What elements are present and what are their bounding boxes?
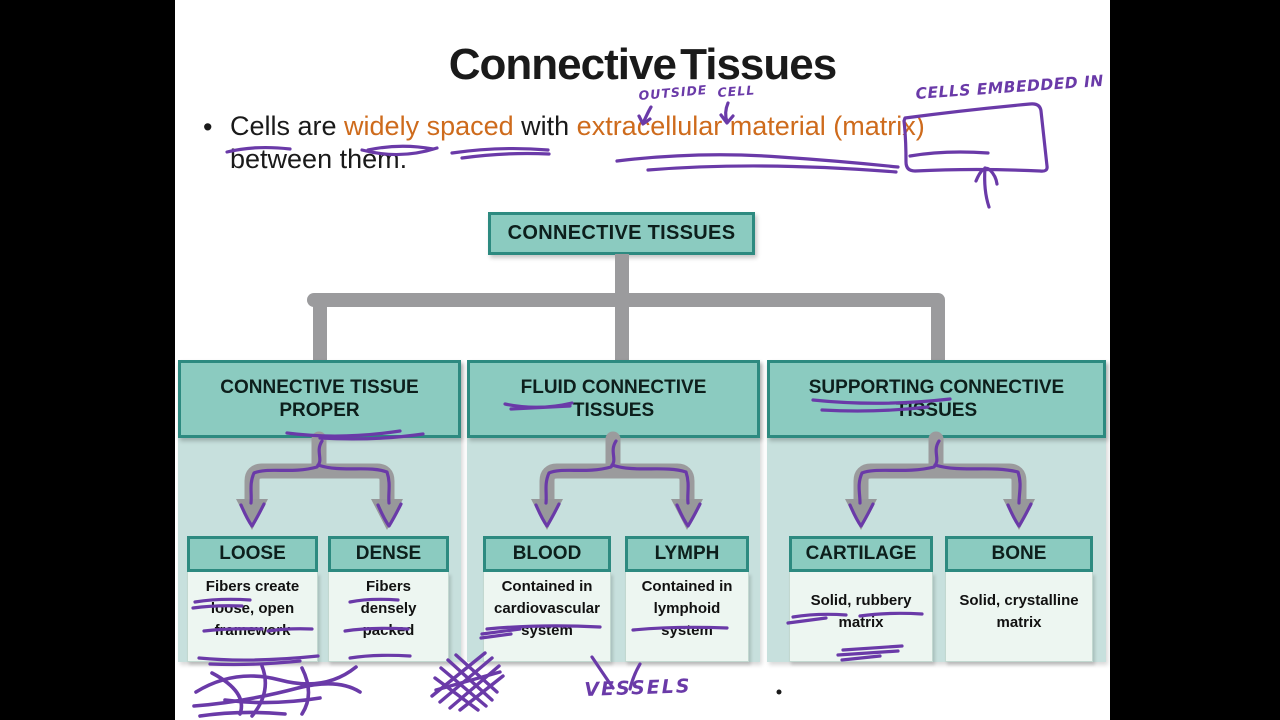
connector-drop-right	[931, 300, 945, 360]
bullet-segment: are	[290, 111, 345, 141]
bullet-segment-highlight: (matrix)	[825, 111, 925, 141]
bullet-segment-highlight: extracellular material	[576, 111, 826, 141]
node-cartilage: CARTILAGE Solid, rubbery matrix	[789, 536, 933, 662]
connector-drop-left	[313, 300, 327, 360]
bullet-line2: between them.	[230, 144, 408, 174]
node-label: DENSE	[328, 536, 449, 572]
node-bone: BONE Solid, crystalline matrix	[945, 536, 1093, 662]
node-desc: Solid, crystalline matrix	[945, 572, 1093, 662]
slide-title: Connective Tissues	[448, 40, 837, 89]
node-label: LYMPH	[625, 536, 749, 572]
bullet-segment: with	[513, 111, 577, 141]
branch-panel-proper: CONNECTIVE TISSUE PROPER LOOSE Fibers cr…	[178, 360, 461, 662]
branch-panel-fluid: FLUID CONNECTIVE TISSUES BLOOD Contained…	[467, 360, 760, 662]
bullet-text: Cells are widely spaced with extracellul…	[230, 110, 1080, 176]
bullet-segment-highlight: widely spaced	[344, 111, 514, 141]
node-lymph: LYMPH Contained in lymphoid system	[625, 536, 749, 662]
node-desc: Solid, rubbery matrix	[789, 572, 933, 662]
node-label: BLOOD	[483, 536, 611, 572]
node-desc: Contained in lymphoid system	[625, 572, 749, 662]
node-desc: Fibers create loose, open framework	[187, 572, 318, 662]
node-label: LOOSE	[187, 536, 318, 572]
flowchart-root-box: CONNECTIVE TISSUES	[488, 212, 755, 255]
node-blood: BLOOD Contained in cardiovascular system	[483, 536, 611, 662]
node-desc: Contained in cardiovascular system	[483, 572, 611, 662]
node-dense: DENSE Fibers densely packed	[328, 536, 449, 662]
flowchart-root-label: CONNECTIVE TISSUES	[507, 222, 736, 244]
connector-drop-middle	[615, 300, 629, 360]
node-label: BONE	[945, 536, 1093, 572]
branch-panel-supporting: SUPPORTING CONNECTIVE TISSUES CARTILAGE …	[767, 360, 1106, 662]
slide: Connective Tissues • Cells are widely sp…	[175, 0, 1110, 720]
node-loose: LOOSE Fibers create loose, open framewor…	[187, 536, 318, 662]
branch-title-fluid: FLUID CONNECTIVE TISSUES	[467, 360, 760, 438]
connector-stem	[615, 254, 629, 295]
node-label: CARTILAGE	[789, 536, 933, 572]
branch-title-proper: CONNECTIVE TISSUE PROPER	[178, 360, 461, 438]
bullet-segment: Cells	[230, 111, 291, 141]
node-desc: Fibers densely packed	[328, 572, 449, 662]
bullet-marker: •	[203, 112, 213, 142]
branch-title-supporting: SUPPORTING CONNECTIVE TISSUES	[767, 360, 1106, 438]
